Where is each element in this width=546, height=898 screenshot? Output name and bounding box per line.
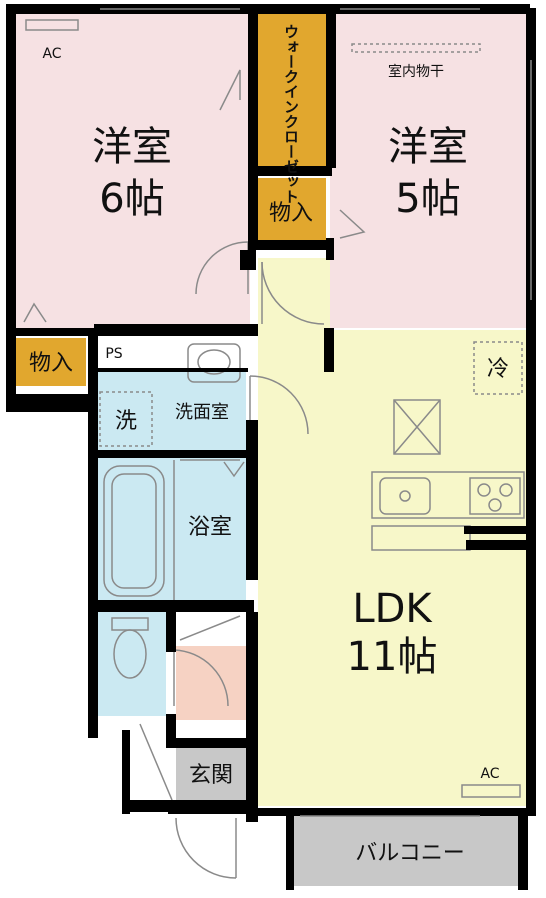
- ldk-size: 11帖: [347, 634, 438, 680]
- fridge-label: 冷: [487, 357, 509, 382]
- entrance-floor-fill: [176, 646, 246, 720]
- door-swing-toilet: [173, 649, 229, 707]
- walk-in-closet-fill: [256, 14, 330, 166]
- walk-in-closet-label: ウォークインクローゼット: [282, 24, 300, 204]
- western-room-5-name: 洋室: [388, 124, 468, 170]
- bathroom-label: 浴室: [188, 515, 232, 540]
- walls: [6, 4, 536, 890]
- kitchen-counter-icon: [371, 471, 525, 519]
- stove-icon: [469, 477, 521, 515]
- entrance-fill: [176, 748, 246, 802]
- balcony-label: バルコニー: [355, 841, 465, 866]
- door-swing-washroom: [249, 375, 309, 435]
- windows: [100, 8, 532, 817]
- bathroom-fill: [98, 458, 246, 602]
- balcony-fill: [294, 814, 518, 886]
- fridge-space-icon: [473, 341, 523, 395]
- toilet-fill: [98, 612, 166, 716]
- storage-top-fill: [256, 178, 326, 240]
- washing-machine-label: 洗: [115, 409, 137, 434]
- washroom-label: 洗面室: [175, 402, 229, 423]
- entrance-label: 玄関: [189, 763, 233, 788]
- door-swing-closet: [195, 241, 249, 295]
- western-room-5-fill: [330, 12, 530, 328]
- indoor-drying-rack-icon: [351, 43, 481, 53]
- washbasin-icon: [187, 343, 241, 383]
- ac-ldk-unit-icon: [461, 784, 521, 798]
- storage-left-fill: [16, 338, 86, 386]
- door-swing-room5: [261, 261, 325, 325]
- bathtub-icon: [103, 465, 165, 597]
- ldk-name: LDK: [352, 586, 433, 632]
- ps-fill: [96, 340, 132, 366]
- ldk-fill: [258, 258, 530, 806]
- washing-machine-space-icon: [99, 391, 153, 447]
- western-room-6-fill: [14, 12, 250, 328]
- storage-top-label: 物入: [269, 201, 313, 226]
- western-room-6-size: 6帖: [99, 176, 164, 222]
- kitchen-sink-icon: [379, 477, 431, 515]
- ps-label: PS: [105, 346, 122, 362]
- fixtures: [23, 19, 525, 879]
- ac-left-label: AC: [42, 46, 61, 62]
- door-swing-entrance: [175, 817, 237, 879]
- indoor-drying-label: 室内物干: [388, 63, 444, 80]
- western-room-6-name: 洋室: [92, 124, 172, 170]
- washroom-fill: [98, 372, 246, 452]
- counter-base-icon: [371, 525, 471, 551]
- ac-ldk-label: AC: [480, 766, 499, 782]
- storage-left-label: 物入: [29, 351, 73, 376]
- ventilation-icon: [393, 399, 441, 455]
- toilet-bowl-icon: [113, 629, 147, 679]
- western-room-5-size: 5帖: [395, 176, 460, 222]
- ac-left-unit-icon: [25, 19, 79, 31]
